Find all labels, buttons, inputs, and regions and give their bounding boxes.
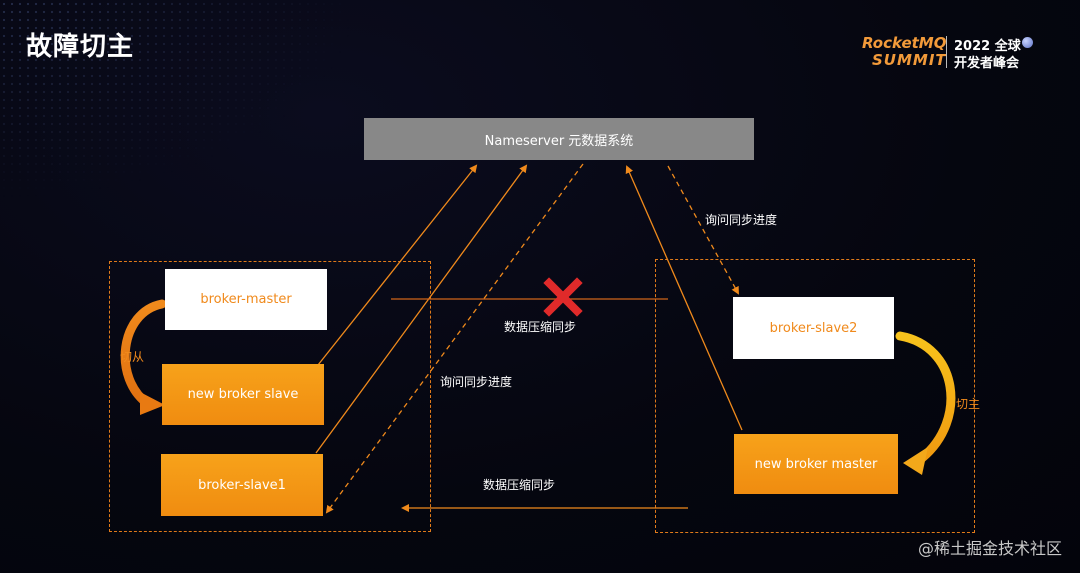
arrow-slave1-to-nameserver [315, 164, 528, 454]
compressed-sync-label-bottom: 数据压缩同步 [483, 478, 556, 492]
left-broker-group [109, 261, 431, 532]
switch-to-slave-label: 切从 [120, 350, 145, 364]
switch-to-slave-arrowhead [140, 392, 165, 415]
nameserver-box: Nameserver 元数据系统 [364, 118, 754, 160]
switch-to-slave-curve-arrow [120, 299, 167, 409]
logo-brand-line2: SUMMIT [872, 51, 947, 69]
compressed-sync-label-top: 数据压缩同步 [504, 320, 577, 334]
broker-master-box: broker-master [165, 269, 327, 330]
new-broker-master-box: new broker master [734, 434, 898, 494]
switch-to-master-label: 切主 [956, 397, 981, 411]
red-cross-icon [543, 277, 583, 317]
logo-brand-line1: RocketMQ [862, 34, 947, 52]
logo-event-line1: 2022 全球 [954, 39, 1021, 54]
query-progress-label-left: 询问同步进度 [440, 375, 513, 389]
query-progress-label-right: 询问同步进度 [705, 213, 778, 227]
arrow-nameserver-to-slave2 [667, 165, 739, 295]
new-broker-slave-box: new broker slave [162, 364, 324, 425]
logo-event-line2: 开发者峰会 [954, 56, 1020, 71]
logo-separator [946, 36, 947, 68]
switch-to-master-curve-arrow [895, 331, 956, 463]
arrow-newslave-to-nameserver [317, 164, 478, 366]
dot-pattern-decoration [0, 0, 360, 200]
arrow-newmaster-to-nameserver [625, 165, 743, 431]
watermark: @稀土掘金技术社区 [917, 539, 1062, 558]
planet-icon [1022, 37, 1033, 48]
broker-slave1-box: broker-slave1 [161, 454, 323, 516]
page-title: 故障切主 [26, 32, 135, 62]
switch-to-master-arrowhead [903, 447, 928, 475]
arrow-nameserver-to-slave1 [325, 163, 584, 514]
summit-logo: RocketMQ SUMMIT 2022 全球 开发者峰会 [862, 34, 1042, 74]
broker-slave2-box: broker-slave2 [733, 297, 894, 359]
right-broker-group [655, 259, 975, 533]
